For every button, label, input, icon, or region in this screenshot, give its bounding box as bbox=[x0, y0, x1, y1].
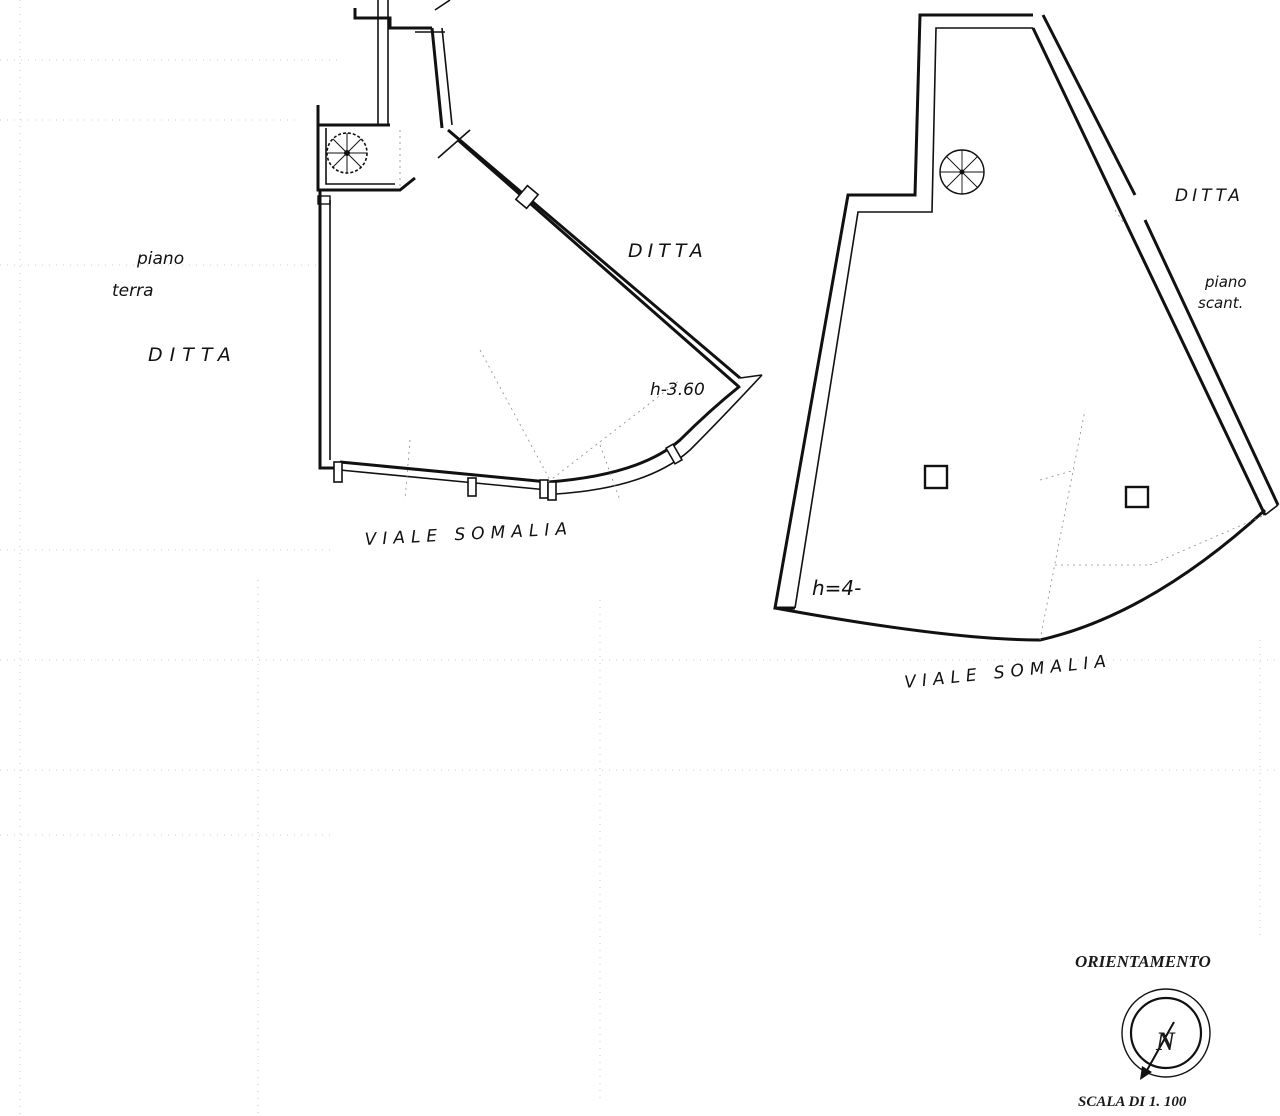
ground-floor-plan bbox=[316, 0, 763, 501]
mezzanine-height-note: h=4- bbox=[812, 576, 861, 600]
mezzanine-label-line1: piano bbox=[1204, 273, 1247, 291]
mezzanine-street: VIALE SOMALIA bbox=[903, 651, 1112, 693]
ground-floor-label-line1: piano bbox=[136, 249, 184, 269]
scale-text: SCALA DI 1. 100 bbox=[1078, 1094, 1187, 1110]
spiral-staircase-icon bbox=[326, 132, 368, 174]
ground-floor-label-line2: terra bbox=[112, 281, 154, 301]
north-arrow-compass-icon: N bbox=[1121, 988, 1211, 1080]
ground-floor-ditta-right: DITTA bbox=[628, 240, 708, 262]
orientation-title: ORIENTAMENTO bbox=[1075, 952, 1211, 971]
pillar bbox=[1124, 485, 1150, 509]
ground-floor-height-note: h-3.60 bbox=[650, 380, 705, 400]
pillar bbox=[923, 464, 949, 490]
ground-floor-street: VIALE SOMALIA bbox=[364, 519, 573, 550]
mezzanine-ditta: DITTA bbox=[1175, 186, 1244, 206]
spiral-staircase-icon bbox=[939, 149, 985, 195]
mezzanine-plan bbox=[773, 13, 1280, 642]
mezzanine-label-line2: scant. bbox=[1198, 294, 1243, 312]
ground-floor-ditta-left: DITTA bbox=[148, 344, 238, 366]
north-letter: N bbox=[1155, 1027, 1176, 1056]
